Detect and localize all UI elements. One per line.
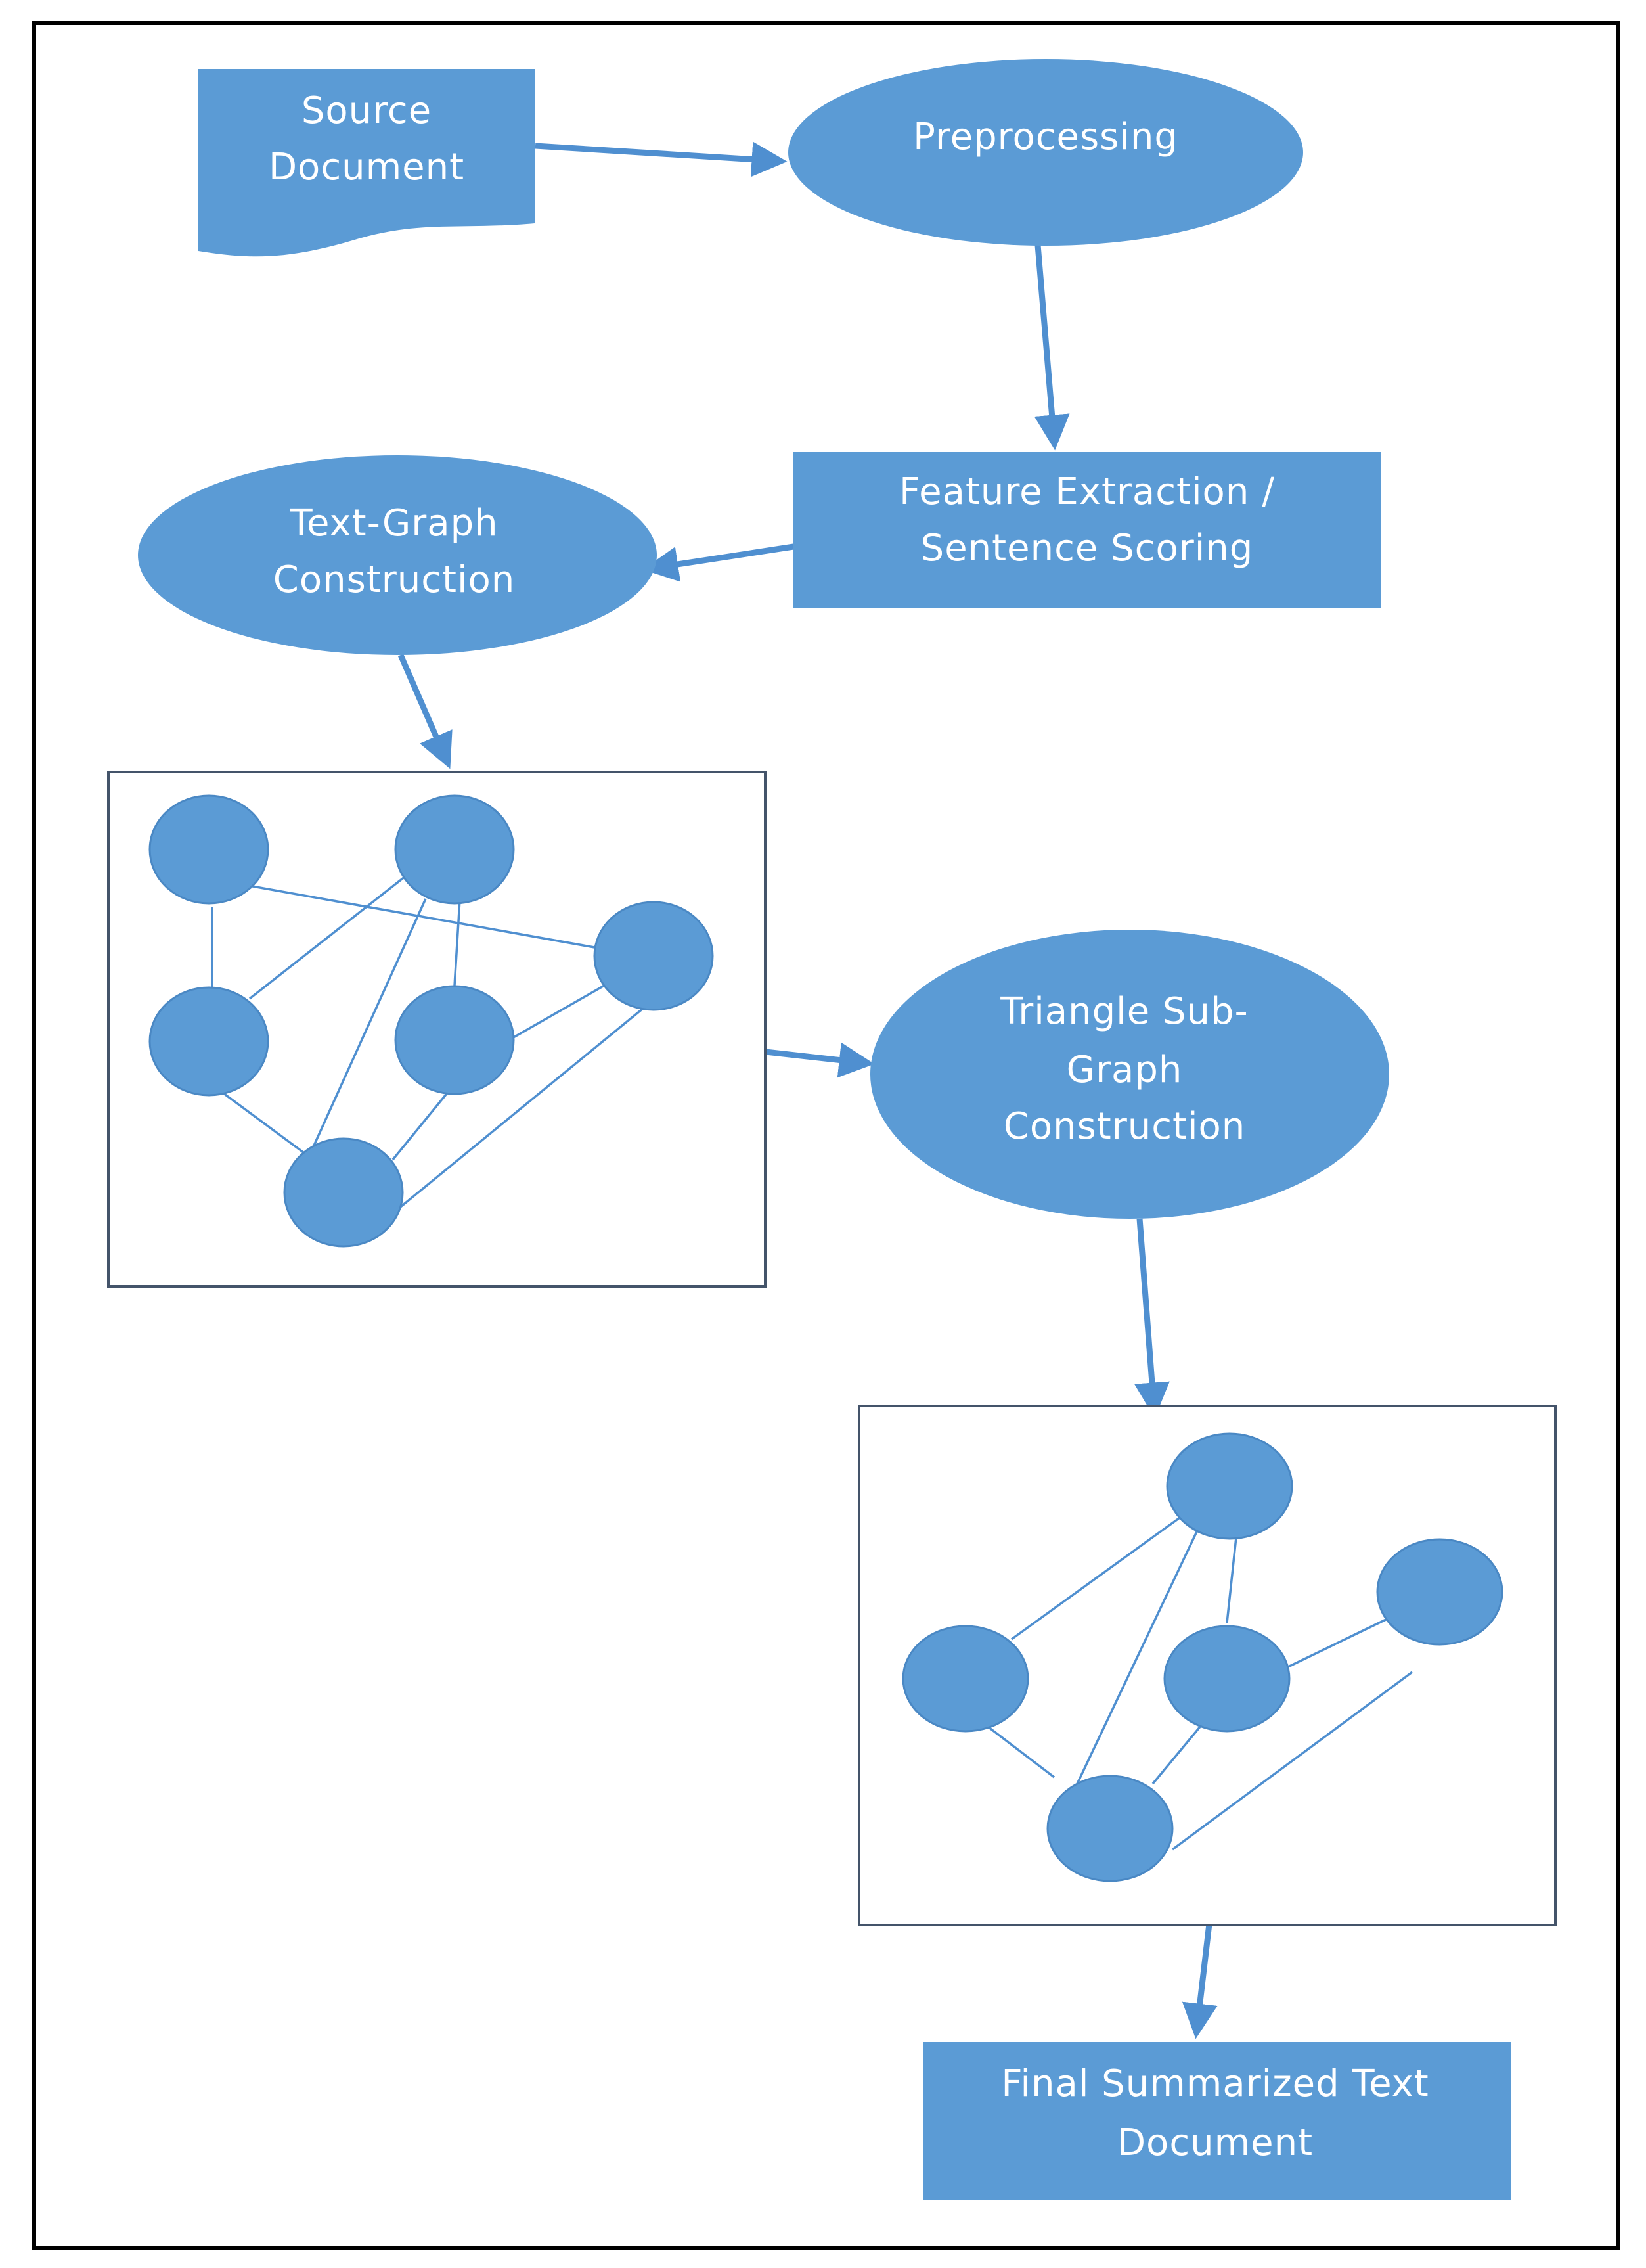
graph-edge [214,1086,310,1158]
arrow-preprocessing-to-feature-extraction [1034,244,1070,451]
graph-edge [211,878,595,949]
triangle-subgraph-label-line3: Construction [1004,1105,1246,1148]
graph-edge [512,984,605,1039]
graph-edge [1010,1510,1190,1641]
source-document-label-line2: Document [269,146,464,189]
arrow-graph-to-triangle-subgraph [759,1042,875,1078]
feature-extraction-label-line1: Feature Extraction / [899,470,1275,513]
arrow-subgraph-to-final-summary [1182,1918,1218,2039]
document-shape-body [198,69,535,257]
graph-edge [1283,1618,1387,1670]
graph-edge [393,1004,648,1213]
arrow-triangle-subgraph-to-subgraph [1134,1218,1170,1418]
final-summary-label-line2: Document [1117,2121,1313,2164]
graph-node [593,901,714,1011]
outer-frame [32,21,1620,2250]
graph-edge [311,898,427,1150]
feature-extraction-label-line2: Sentence Scoring [921,527,1254,570]
arrow-source-to-preprocessing [535,141,788,177]
graph-node [1376,1538,1503,1646]
final-summary-shape [923,2042,1511,2200]
graph-node [1166,1432,1293,1540]
triangle-subgraph-shape [870,930,1389,1219]
preprocessing-ellipse: Preprocessing [788,59,1303,246]
triangle-subgraph-label-line2: Graph [1067,1049,1183,1091]
graph-node [283,1137,404,1248]
graph-edge [1226,1537,1237,1623]
text-graph-illustration [107,771,767,1288]
graph-node [394,794,515,905]
source-document-shape: Source Document [198,69,535,257]
text-graph-label-line2: Construction [273,558,516,601]
graph-edge [453,899,461,986]
triangle-subgraph-ellipse: Triangle Sub- Graph Construction [870,930,1389,1219]
graph-node [902,1625,1029,1733]
graph-node [148,986,269,1097]
final-summary-label-line1: Final Summarized Text [1001,2062,1429,2105]
feature-extraction-shape [793,452,1381,608]
graph-edge [984,1723,1056,1779]
triangle-subgraph-illustration [858,1405,1557,1926]
triangle-subgraph-label-line1: Triangle Sub- [1000,990,1249,1033]
graph-node [1163,1625,1291,1733]
final-summary-box: Final Summarized Text Document [923,2042,1511,2200]
graph-edge [1076,1527,1200,1784]
graph-edge [248,873,410,1000]
feature-extraction-box: Feature Extraction / Sentence Scoring [793,452,1381,608]
graph-node [1046,1775,1174,1882]
graph-edge [391,1083,456,1161]
preprocessing-label: Preprocessing [913,116,1178,158]
preprocessing-shape [788,59,1303,246]
arrow-text-graph-to-graph [397,654,453,769]
graph-node [394,985,515,1095]
graph-node [148,794,269,905]
text-graph-label-line1: Text-Graph [289,502,498,545]
text-graph-construction-shape [138,455,657,655]
text-graph-construction-ellipse: Text-Graph Construction [138,455,657,655]
graph-edge [1171,1671,1413,1851]
graph-edge [1151,1717,1209,1785]
source-document-label-line1: Source [301,89,432,132]
arrow-feature-extraction-to-text-graph [642,543,794,582]
